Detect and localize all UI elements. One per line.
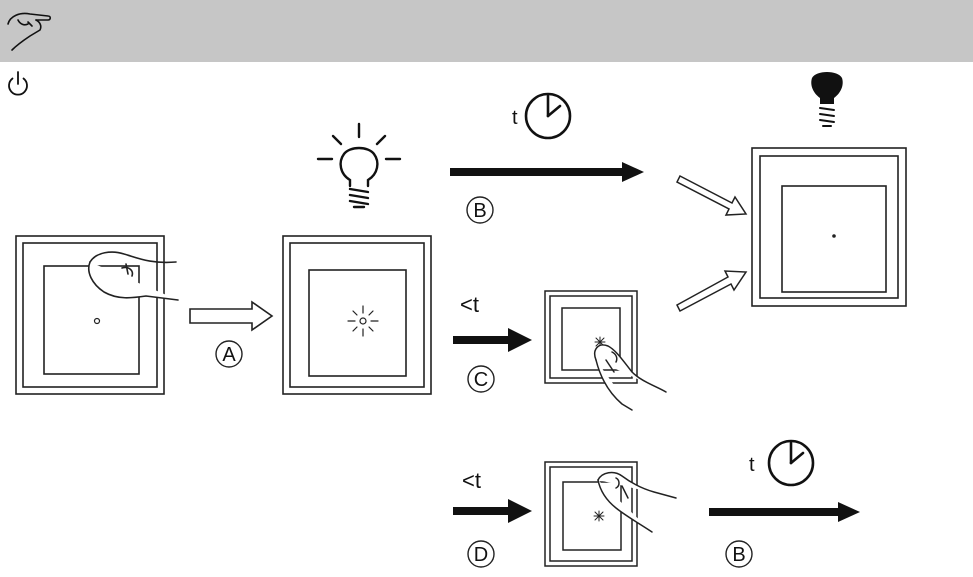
label-lt-c: <t: [460, 292, 479, 317]
pointing-hand-icon: [7, 12, 52, 51]
label-circle-c: [467, 365, 495, 393]
arrow-to-final-top: [675, 174, 748, 216]
arrow-c: [453, 328, 532, 352]
label-circle-a: [215, 340, 243, 368]
label-c: C: [474, 369, 488, 391]
switch-blinking: [282, 235, 432, 395]
finger-press-c-icon: [594, 344, 667, 411]
light-bulb-on-icon: [316, 122, 402, 209]
label-lt-d: <t: [462, 468, 481, 493]
arrow-a: [189, 300, 274, 332]
arrow-to-final-bottom: [676, 270, 748, 313]
label-circle-b-top: [466, 196, 494, 224]
timer-bottom-icon: [767, 439, 815, 487]
switch-final: [751, 147, 907, 307]
label-circle-b-bottom: [725, 540, 753, 568]
finger-press-d-icon: [597, 471, 677, 533]
label-d: D: [474, 544, 488, 566]
arrow-b-bottom: [709, 502, 860, 522]
blink-indicator-icon: [347, 305, 379, 337]
timer-t-top: t: [512, 107, 518, 129]
label-b-top: B: [473, 200, 486, 222]
timer-t-bottom: t: [749, 454, 755, 476]
label-a: A: [222, 344, 236, 366]
light-bulb-off-icon: [811, 72, 843, 127]
instruction-banner: [0, 0, 973, 62]
power-icon: [8, 71, 28, 96]
label-circle-d: [467, 540, 495, 568]
arrow-d: [453, 499, 532, 523]
finger-touch-icon: [88, 251, 179, 301]
arrow-b-top: [450, 162, 644, 182]
label-b-bottom: B: [732, 544, 745, 566]
timer-icon: [524, 92, 572, 140]
